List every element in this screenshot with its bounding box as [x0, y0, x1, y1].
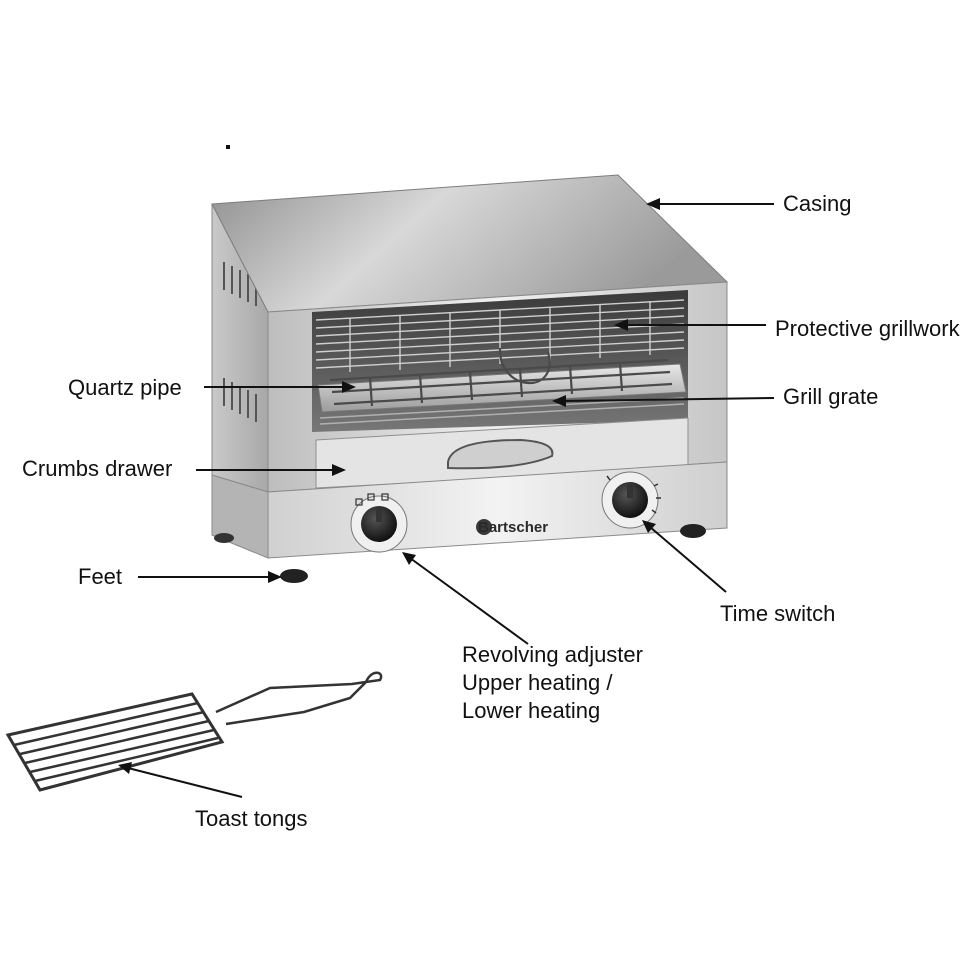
revolving-adjuster-knob [350, 493, 408, 553]
toaster-illustration: Bartscher [211, 174, 729, 583]
label-quartz-pipe: Quartz pipe [68, 375, 182, 400]
quartz-pipe [319, 397, 685, 425]
foot-back-left [214, 533, 234, 543]
brand-logo-text: Bartscher [478, 519, 548, 536]
time-switch-knob [601, 471, 661, 529]
grill-grate [329, 347, 673, 407]
label-crumbs-drawer: Crumbs drawer [22, 456, 172, 481]
label-revolving-adjuster-line1: Revolving adjuster [462, 642, 643, 667]
brand-logo: Bartscher [476, 519, 548, 536]
label-protective-grillwork: Protective grillwork [775, 316, 961, 341]
tongs-handle [215, 671, 383, 726]
toast-tongs-illustration [5, 671, 383, 792]
tongs-frame [5, 692, 225, 792]
label-toast-tongs: Toast tongs [195, 806, 308, 831]
drawer-handle [447, 438, 554, 470]
foot-front-right [680, 524, 706, 538]
foot-front-left [280, 569, 308, 583]
labels: Casing Protective grillwork Quartz pipe … [22, 191, 961, 831]
label-feet: Feet [78, 564, 122, 589]
label-grill-grate: Grill grate [783, 384, 878, 409]
label-revolving-adjuster-line2: Upper heating / [462, 670, 613, 695]
label-time-switch: Time switch [720, 601, 835, 626]
leader-lines [118, 198, 775, 798]
speck [226, 145, 230, 149]
label-casing: Casing [783, 191, 851, 216]
label-revolving-adjuster-line3: Lower heating [462, 698, 600, 723]
